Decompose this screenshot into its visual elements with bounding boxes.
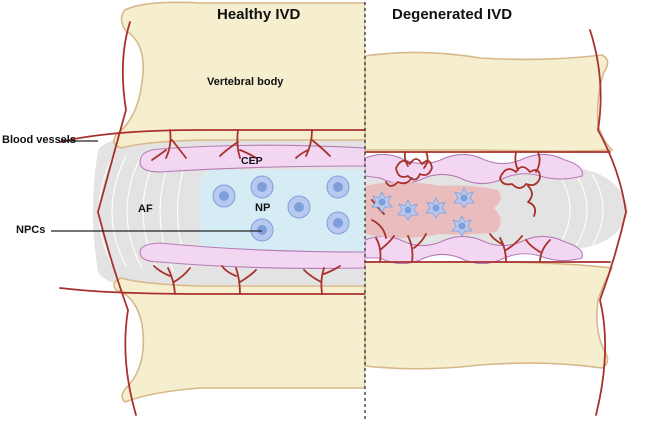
np-label: NP bbox=[255, 202, 271, 214]
npcs-label: NPCs bbox=[16, 224, 46, 236]
blood-vessels-label: Blood vessels bbox=[2, 134, 76, 146]
vertebral-body-label: Vertebral body bbox=[207, 76, 284, 88]
np-cells bbox=[212, 175, 350, 242]
np-region bbox=[199, 170, 365, 254]
af-label: AF bbox=[138, 203, 153, 215]
degenerated-ivd-panel bbox=[365, 29, 628, 416]
healthy-ivd-panel bbox=[59, 1, 365, 416]
degenerated-np-cells bbox=[371, 187, 475, 237]
degenerated-af-lamellae bbox=[559, 173, 604, 247]
upper-vertebral-body-degenerated bbox=[365, 51, 614, 152]
blood-vessels-healthy bbox=[59, 21, 365, 416]
lower-vertebral-body-degenerated bbox=[365, 261, 614, 370]
lower-vertebral-body bbox=[113, 277, 365, 403]
upper-vertebral-body bbox=[113, 1, 365, 149]
healthy-ivd-title: Healthy IVD bbox=[217, 6, 301, 23]
degenerated-ivd-title: Degenerated IVD bbox=[392, 6, 513, 23]
lower-cep bbox=[139, 242, 365, 269]
cep-label: CEP bbox=[241, 155, 263, 167]
blood-vessels-degenerated bbox=[365, 29, 627, 416]
